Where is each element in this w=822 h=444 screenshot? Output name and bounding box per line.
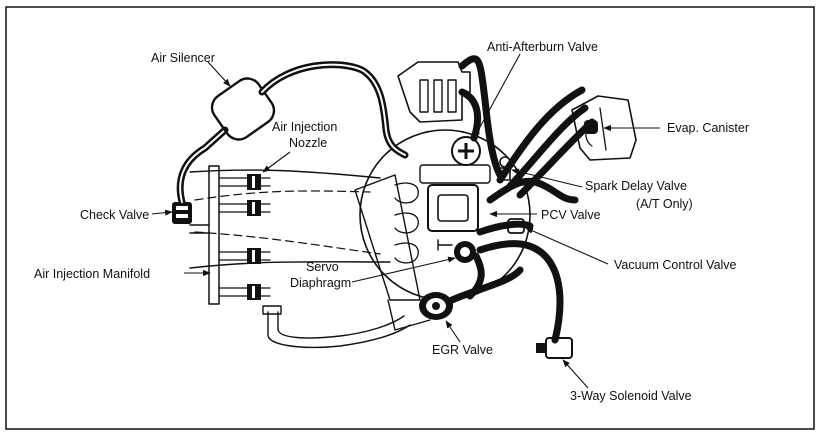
anti-afterburn-valve-part [451, 136, 481, 166]
servo-diaphragm-part [437, 239, 485, 300]
label-anti-afterburn-valve: Anti-Afterburn Valve [487, 40, 598, 54]
egr-valve-part [419, 266, 524, 320]
figure-border [5, 6, 815, 430]
label-vacuum-control-valve: Vacuum Control Valve [614, 258, 737, 272]
label-air-silencer: Air Silencer [151, 51, 215, 65]
label-air-injection-nozzle-2: Nozzle [289, 136, 327, 150]
label-servo: Servo [306, 260, 339, 274]
check-valve-part [172, 202, 192, 224]
label-air-injection-nozzle: Air Injection [272, 120, 337, 134]
top-valve-cluster [397, 55, 504, 179]
label-servo-diaphragm: Diaphragm [290, 276, 351, 290]
leader-lines [151, 53, 660, 389]
callout-labels: Air Silencer Anti-Afterburn Valve Air In… [34, 40, 749, 403]
air-silencer-part [176, 61, 409, 206]
label-spark-delay-note: (A/T Only) [636, 197, 693, 211]
label-air-injection-manifold: Air Injection Manifold [34, 267, 150, 281]
label-pcv-valve: PCV Valve [541, 208, 601, 222]
label-check-valve: Check Valve [80, 208, 149, 222]
label-egr-valve: EGR Valve [432, 343, 493, 357]
carburetor-body [427, 184, 479, 232]
air-injection-manifold-part [189, 165, 271, 305]
evap-canister-part [496, 86, 637, 199]
label-evap-canister: Evap. Canister [667, 121, 749, 135]
solenoid-valve-part [536, 337, 573, 359]
spark-delay-pcv-part [476, 156, 579, 344]
engine-assembly [189, 129, 531, 349]
label-3-way-solenoid-valve: 3-Way Solenoid Valve [570, 389, 692, 403]
label-spark-delay-valve: Spark Delay Valve [585, 179, 687, 193]
